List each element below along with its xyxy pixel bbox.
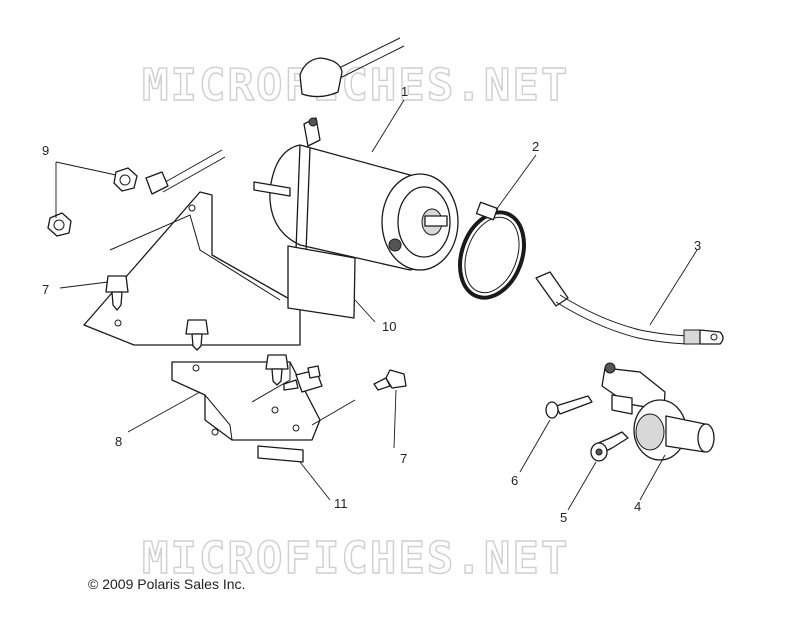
callout-4: 4 bbox=[634, 499, 641, 514]
callout-8: 8 bbox=[115, 434, 122, 449]
bolt-7-right bbox=[373, 369, 407, 391]
bolt-7-right-bracket bbox=[265, 354, 289, 386]
callout-11: 11 bbox=[334, 496, 348, 511]
callout-7-left: 7 bbox=[42, 282, 49, 297]
callout-7-right: 7 bbox=[400, 451, 407, 466]
bolt-7-left bbox=[105, 275, 129, 311]
callout-10: 10 bbox=[382, 319, 396, 334]
callout-2: 2 bbox=[532, 139, 539, 154]
bolt-7-center bbox=[185, 319, 209, 351]
callout-1: 1 bbox=[401, 84, 408, 99]
hose-clamp bbox=[458, 201, 526, 300]
starter-drive bbox=[601, 362, 715, 461]
nut-9-upper bbox=[113, 167, 138, 192]
bolt-5 bbox=[590, 431, 629, 462]
callout-9: 9 bbox=[42, 143, 49, 158]
bolt-6 bbox=[545, 395, 593, 419]
callout-6: 6 bbox=[511, 473, 518, 488]
nut-9-lower bbox=[47, 212, 72, 237]
pad-10 bbox=[287, 245, 356, 319]
leader-lines bbox=[55, 99, 698, 511]
starter-motor bbox=[253, 117, 459, 271]
watermark-top: MICROFICHES.NET bbox=[142, 60, 569, 111]
copyright-notice: © 2009 Polaris Sales Inc. bbox=[88, 576, 246, 592]
bolt-7-mid bbox=[283, 365, 323, 393]
starter-cable bbox=[535, 271, 724, 345]
pad-11 bbox=[257, 445, 304, 463]
callout-3: 3 bbox=[694, 238, 701, 253]
battery-cable-top bbox=[145, 37, 405, 195]
watermark-bottom: MICROFICHES.NET bbox=[142, 533, 569, 584]
callout-5: 5 bbox=[560, 510, 567, 525]
